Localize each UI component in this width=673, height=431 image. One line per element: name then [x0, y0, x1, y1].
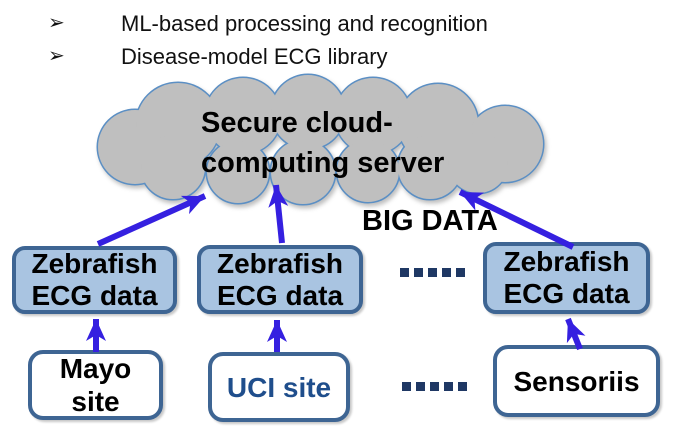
data-box-line1: Zebrafish: [216, 247, 344, 279]
arrow-bullet-icon: ➢: [48, 45, 65, 67]
big-data-label: BIG DATA: [362, 205, 498, 237]
bullet-list: ➢ ML-based processing and recognition ➢ …: [48, 8, 488, 74]
data-box-line2: ECG data: [216, 279, 344, 311]
arrow-bullet-icon: ➢: [48, 12, 65, 34]
dot-icon: [400, 268, 409, 277]
bullet-text: ML-based processing and recognition: [121, 11, 488, 36]
ellipsis-dots-bottom-row: [402, 382, 467, 391]
zebrafish-ecg-data-box-1: Zebrafish ECG data: [12, 246, 177, 314]
dot-icon: [416, 382, 425, 391]
data-box-line2: ECG data: [503, 278, 630, 309]
dot-icon: [430, 382, 439, 391]
dot-icon: [458, 382, 467, 391]
data-box-line2: ECG data: [31, 280, 158, 311]
site-box-line1: Sensoriis: [513, 365, 640, 397]
cloud-server-label: Secure cloud- computing server: [201, 103, 444, 183]
zebrafish-ecg-data-box-3: Zebrafish ECG data: [483, 242, 650, 314]
site-box-line1: UCI site: [226, 371, 332, 403]
site-box-line1: Mayo: [59, 353, 132, 384]
bullet-text: Disease-model ECG library: [121, 44, 388, 69]
dot-icon: [428, 268, 437, 277]
sensoriis-box: Sensoriis: [493, 345, 660, 417]
bullet-item: ➢ ML-based processing and recognition: [48, 8, 488, 41]
zebrafish-ecg-data-box-2: Zebrafish ECG data: [197, 245, 363, 314]
dot-icon: [442, 268, 451, 277]
site-box-line2: site: [71, 386, 120, 417]
dot-icon: [456, 268, 465, 277]
dot-icon: [444, 382, 453, 391]
dot-icon: [402, 382, 411, 391]
dot-icon: [414, 268, 423, 277]
uci-site-box: UCI site: [208, 352, 350, 422]
data-box-line1: Zebrafish: [31, 248, 158, 279]
mayo-site-box: Mayo site: [28, 350, 163, 420]
data-box-line1: Zebrafish: [503, 246, 630, 277]
cloud-label-line1: Secure cloud-: [201, 107, 393, 139]
ellipsis-dots-middle-row: [400, 268, 465, 277]
cloud-fill-group: [98, 75, 543, 204]
bullet-item: ➢ Disease-model ECG library: [48, 41, 488, 74]
cloud-label-line2: computing server: [201, 147, 445, 179]
